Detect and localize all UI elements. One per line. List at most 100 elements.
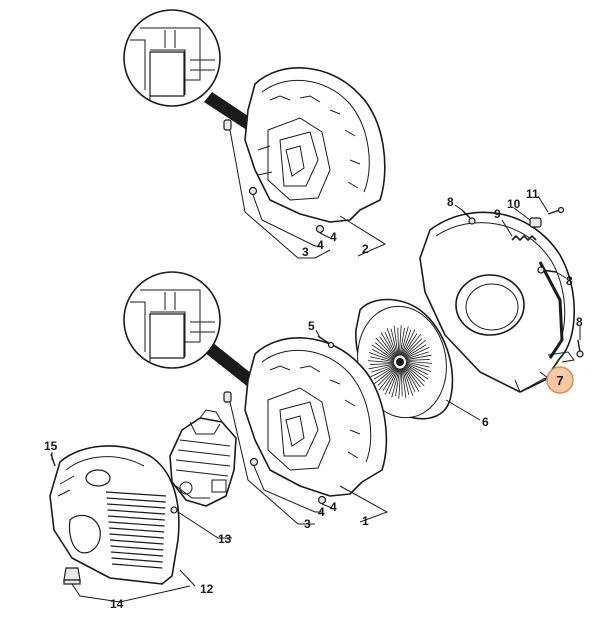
callout-10: 10 [507, 197, 521, 211]
fan-blade [370, 363, 395, 365]
fan-blade [404, 365, 425, 387]
shroud-grille-slot [111, 557, 163, 563]
callout-5: 5 [308, 319, 315, 333]
fan-blade [403, 339, 427, 358]
fan-blade [400, 368, 403, 397]
cap-14 [63, 567, 81, 585]
callout-3-upper: 3 [302, 245, 309, 259]
fan-blade [370, 365, 396, 378]
shroud-grille-slot [110, 545, 164, 551]
fan-blade [379, 336, 396, 359]
fan-blade [371, 344, 395, 361]
fan-blade [405, 364, 426, 382]
callout-9: 9 [494, 207, 501, 221]
fan-impeller [355, 298, 454, 420]
screw-8-bottom [576, 339, 584, 358]
fan-blade [405, 363, 429, 375]
lower-detail-zoom [123, 271, 272, 398]
lower-nut-4b [317, 495, 327, 505]
fan-blade [395, 368, 401, 397]
fan-blade [404, 344, 427, 359]
fan-blade [373, 366, 397, 385]
shroud-grille-slot [108, 527, 165, 533]
lower-screw-3 [223, 391, 232, 403]
fan-blade [380, 332, 397, 358]
upper-nut-4a [248, 186, 258, 196]
shroud-grille-slot [106, 497, 166, 503]
fan-blade [397, 327, 400, 356]
spring-9 [511, 234, 537, 242]
leader-6 [445, 399, 481, 421]
callout-4-lower-b: 4 [330, 500, 337, 514]
fan-blade [403, 338, 423, 358]
fan-blade [400, 326, 409, 356]
callout-8-top: 8 [447, 195, 454, 209]
callout-11: 11 [526, 187, 539, 201]
upper-nut-4b [315, 224, 325, 234]
fan-blade [401, 368, 407, 399]
shroud-grille-slot [106, 503, 166, 509]
callout-8-bottom: 8 [576, 315, 583, 329]
fan-blade [400, 329, 412, 356]
highlight-7: 7 [546, 366, 574, 394]
blower-cover [419, 211, 575, 393]
fan-blade [371, 364, 395, 373]
fan-blade [367, 360, 395, 364]
callout-4-upper-a: 4 [317, 238, 324, 252]
fan-blade [374, 342, 395, 360]
shroud-grille-slot [107, 509, 166, 515]
callout-3-lower: 3 [304, 517, 311, 531]
fan-blade [368, 352, 395, 362]
callout-8-right: 8 [566, 274, 573, 288]
fan-blade [384, 331, 397, 358]
fan-blade [390, 328, 398, 357]
callout-12: 12 [200, 582, 214, 596]
callout-13: 13 [218, 532, 232, 546]
fan-blade [373, 365, 396, 380]
fan-blade [398, 368, 402, 399]
fan-blade [386, 328, 398, 357]
callout-15: 15 [44, 439, 58, 453]
engine-shroud [49, 445, 180, 585]
fan-blade [405, 354, 432, 361]
fan-blade [401, 329, 416, 356]
shroud-grille-slot [109, 539, 164, 545]
fan-blade [378, 367, 398, 391]
fan-blade [393, 325, 399, 356]
fan-blade [368, 363, 395, 370]
fan-blade [402, 333, 418, 357]
screw-8-right [537, 266, 557, 274]
fan-blade [388, 368, 400, 395]
screw-11 [547, 206, 565, 215]
callout-7: 7 [556, 373, 563, 388]
fan-blade [399, 327, 405, 356]
upper-screw-3 [223, 119, 232, 131]
fan-blade [375, 337, 396, 359]
fan-blade [382, 367, 398, 391]
shroud-grille-slot [108, 521, 165, 527]
fan-blade [403, 366, 416, 393]
fan-blade [405, 361, 430, 368]
fan-blade [405, 362, 432, 372]
shroud-grille-slot [105, 491, 167, 497]
fan-blade [370, 356, 395, 363]
engine-unit [169, 409, 237, 507]
fan-blade [371, 349, 395, 361]
shroud-leader-lines [51, 452, 232, 603]
fan-blade [405, 360, 433, 364]
fan-blade [384, 368, 399, 395]
fan-blade [404, 365, 421, 388]
callout-6: 6 [482, 415, 489, 429]
fan-blade [403, 366, 420, 392]
callout-1: 1 [362, 514, 369, 528]
callout-4-lower-a: 4 [318, 505, 325, 519]
fan-blade [404, 346, 430, 359]
shroud-grille-slot [111, 563, 163, 569]
fan-blade [377, 366, 397, 386]
upper-fan-housing [244, 67, 386, 223]
shroud-screw-13 [170, 506, 178, 514]
fan-blade [402, 367, 410, 396]
callout-4-upper-b: 4 [330, 230, 337, 244]
lower-fan-housing [244, 337, 388, 497]
